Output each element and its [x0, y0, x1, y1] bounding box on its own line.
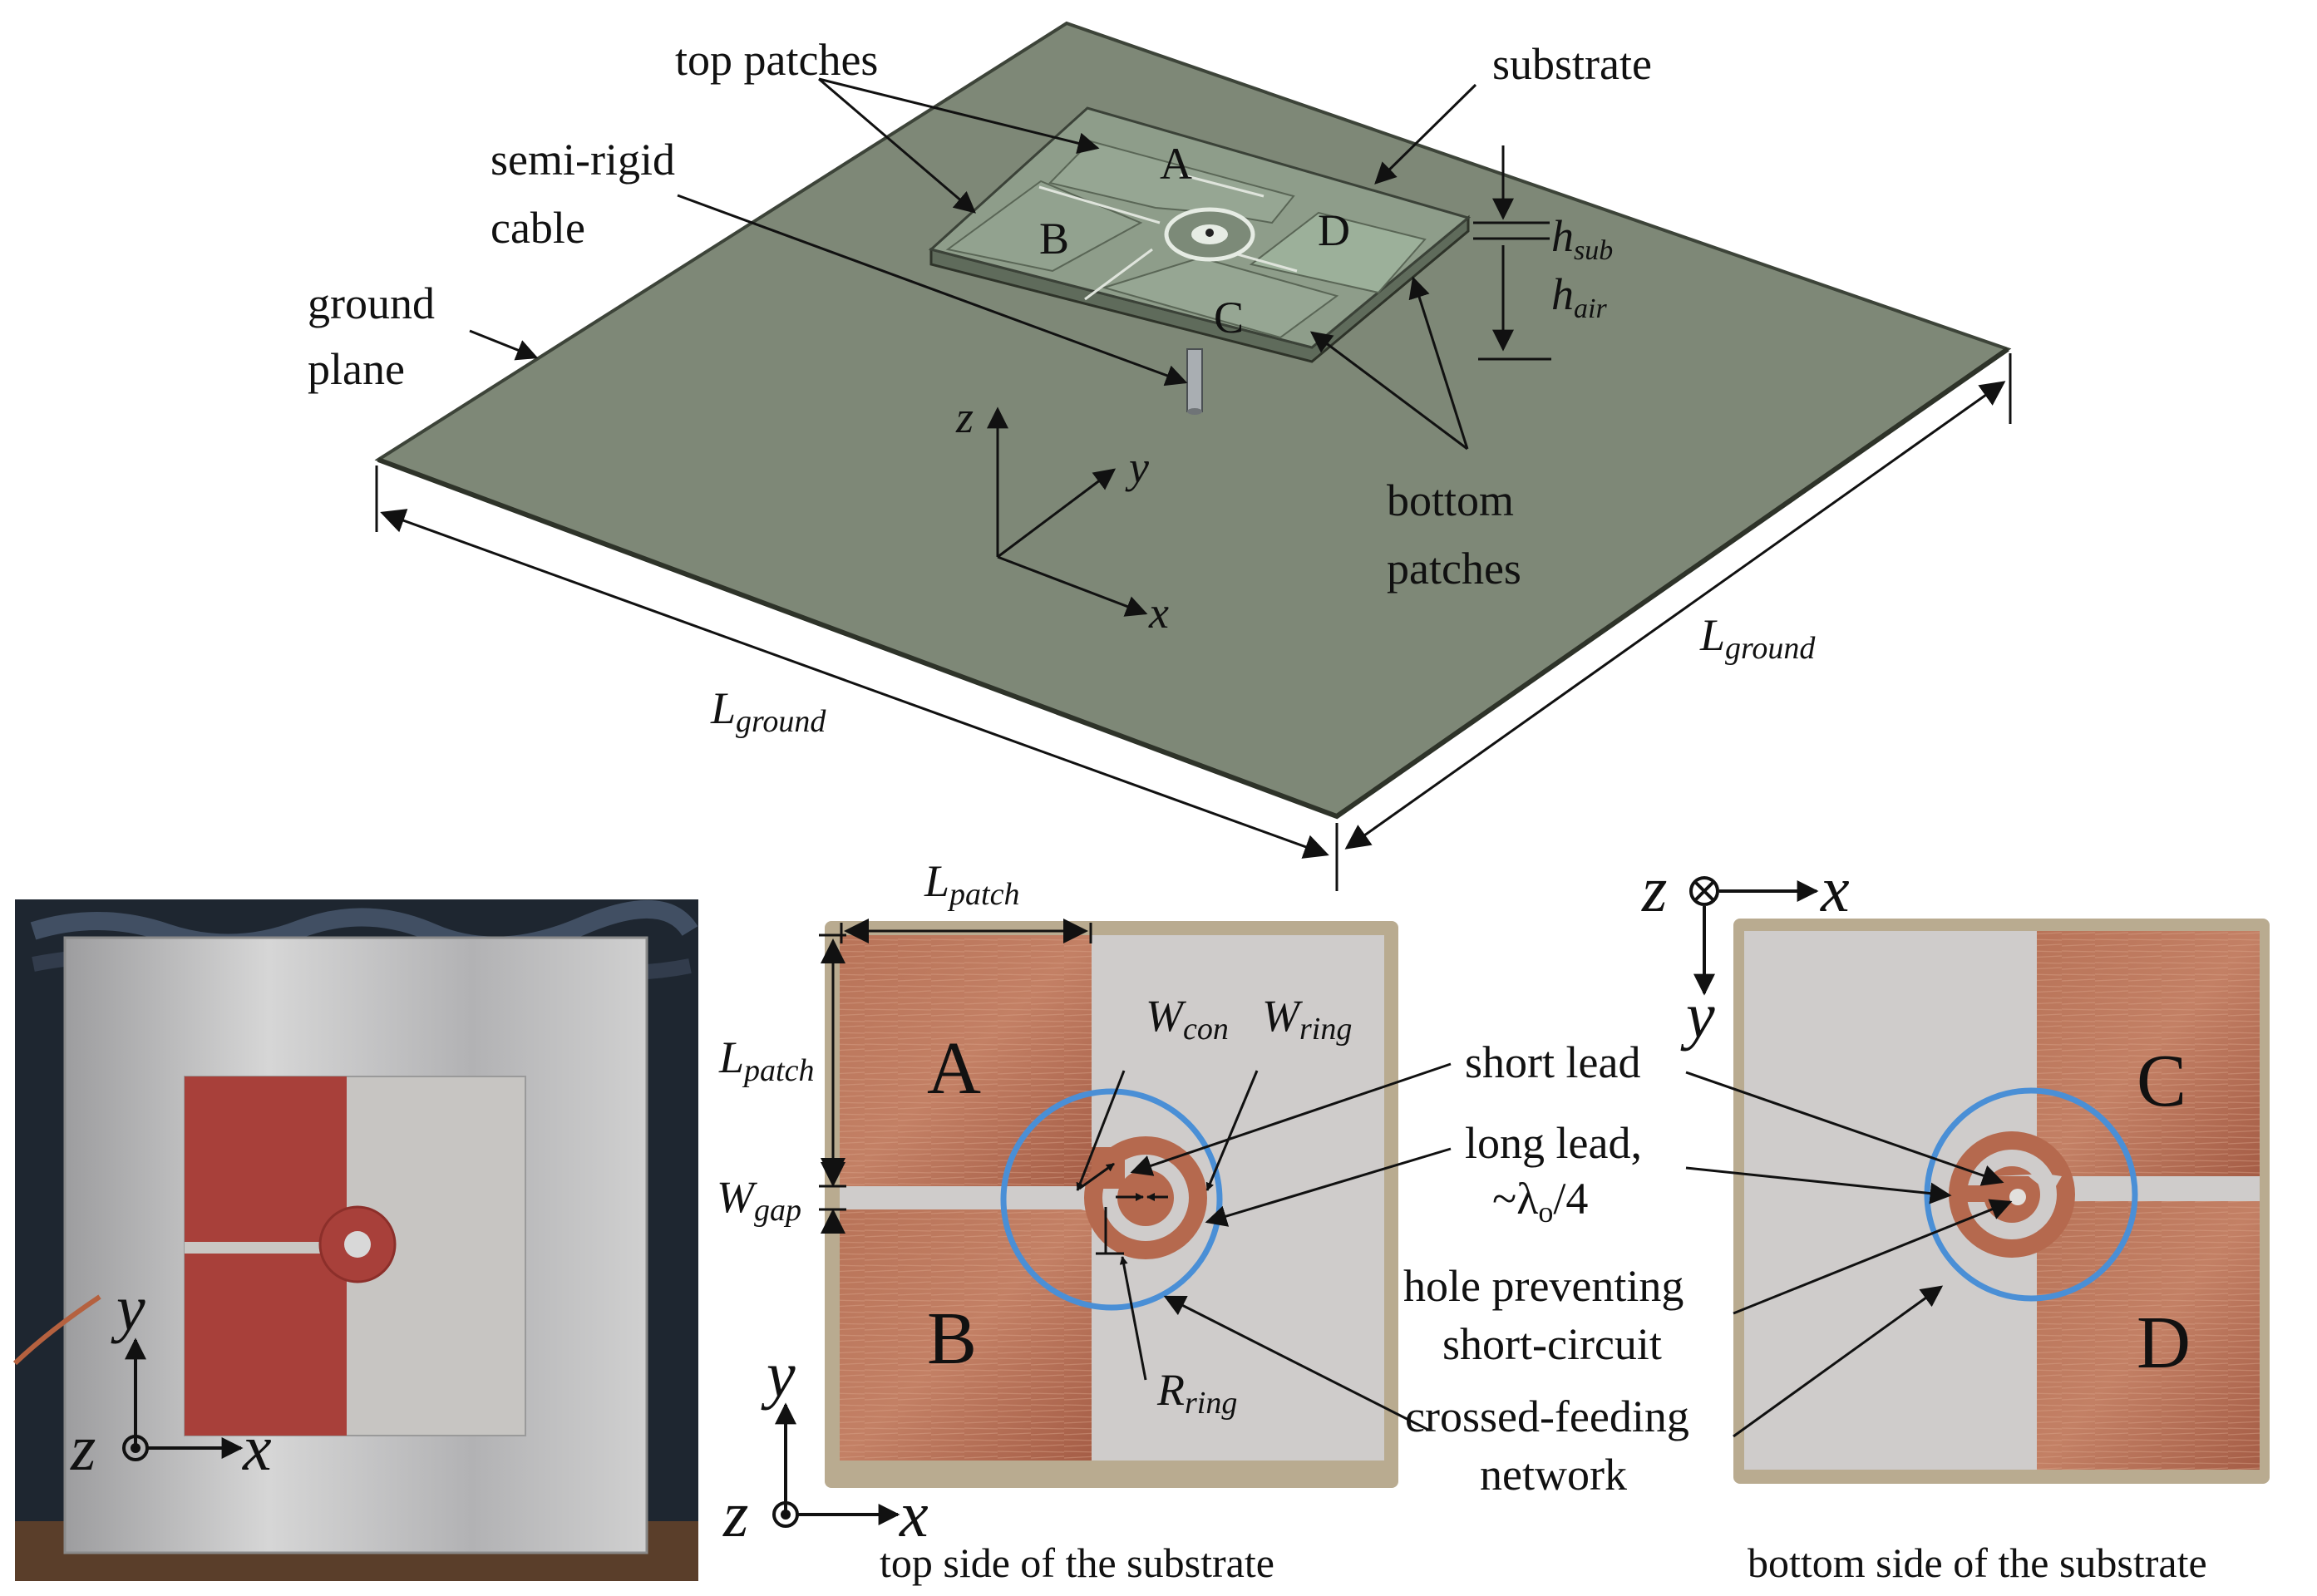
h-sub-label: hsub [1551, 211, 1613, 266]
axis-z-3d: z [955, 392, 974, 442]
top-blue-circle [1000, 1088, 1223, 1311]
ground-plane-label-2: plane [308, 344, 405, 394]
caption-top-side: top side of the substrate [880, 1539, 1274, 1586]
w-gap-label: Wgap [717, 1172, 801, 1228]
bottom-patches-label-2: patches [1387, 544, 1521, 594]
crossed-label-2: network [1480, 1450, 1627, 1500]
semi-rigid-label-2: cable [491, 203, 585, 253]
top-side-axis-z: z [722, 1478, 748, 1550]
photo-copper-patch [185, 1076, 347, 1436]
top-side-axis-x: x [899, 1478, 929, 1550]
patch-b-3d-label: B [1039, 214, 1069, 264]
height-dimension [1473, 145, 1551, 361]
bottom-patches-label-1: bottom [1387, 475, 1514, 525]
top-side-board [825, 921, 1398, 1488]
short-lead-label: short lead [1465, 1037, 1640, 1087]
top-side-axes [772, 1402, 900, 1528]
semi-rigid-label-1: semi-rigid [491, 135, 675, 185]
w-con-label: Wcon [1146, 991, 1229, 1047]
substrate-label: substrate [1492, 39, 1652, 89]
l-ground-label-right: Lground [1699, 610, 1816, 666]
hole-label-2: short-circuit [1442, 1319, 1662, 1369]
ground-dimension-lines [375, 353, 2012, 891]
ground-plane-label-1: ground [308, 278, 435, 328]
axis-y-3d: y [1125, 442, 1149, 492]
bottom-blue-circle [1924, 1087, 2138, 1302]
prototype-photo [12, 899, 698, 1581]
callout-leaders [1130, 1062, 2013, 1438]
hole-label-1: hole preventing [1403, 1261, 1684, 1311]
l-patch-horizontal: Lpatch [924, 856, 1019, 912]
caption-bottom-side: bottom side of the substrate [1748, 1539, 2207, 1586]
r-ring-label: Rring [1156, 1365, 1237, 1421]
top-patch-b: B [927, 1298, 977, 1380]
top-patches-label: top patches [675, 35, 878, 85]
bottom-side-board [1733, 919, 2270, 1484]
bottom-side-axis-x: x [1820, 853, 1850, 925]
long-lead-label-1: long lead, [1465, 1118, 1642, 1168]
bottom-side-axis-z: z [1641, 853, 1667, 925]
w-ring-label: Wring [1262, 991, 1352, 1047]
l-patch-vertical: Lpatch [718, 1032, 814, 1088]
bottom-patch-c: C [2137, 1040, 2186, 1122]
substrate-3d [928, 106, 1472, 363]
bottom-patch-d: D [2137, 1302, 2191, 1384]
h-air-label: hair [1551, 269, 1607, 324]
top-side-dimensions [819, 919, 1259, 1381]
bottom-side-axis-y: y [1680, 979, 1715, 1052]
axis-x-3d: x [1148, 588, 1169, 638]
patch-a-3d-label: A [1160, 139, 1192, 189]
patch-d-3d-label: D [1318, 205, 1350, 255]
photo-axis-z: z [70, 1411, 96, 1484]
photo-axis-x: x [242, 1411, 272, 1484]
bottom-side-axes [1689, 876, 1819, 996]
photo-axes [122, 1337, 244, 1461]
photo-axis-y: y [111, 1272, 145, 1344]
patch-c-3d-label: C [1214, 293, 1244, 342]
top-side-axis-y: y [761, 1338, 796, 1411]
top-patch-a: A [927, 1027, 981, 1110]
semi-rigid-cable-3d [1186, 348, 1203, 415]
long-lead-label-2: ~λo/4 [1492, 1174, 1588, 1229]
axes-3d [987, 406, 1148, 617]
l-ground-label-left: Lground [710, 683, 826, 739]
crossed-label-1: crossed-feeding [1405, 1392, 1689, 1441]
